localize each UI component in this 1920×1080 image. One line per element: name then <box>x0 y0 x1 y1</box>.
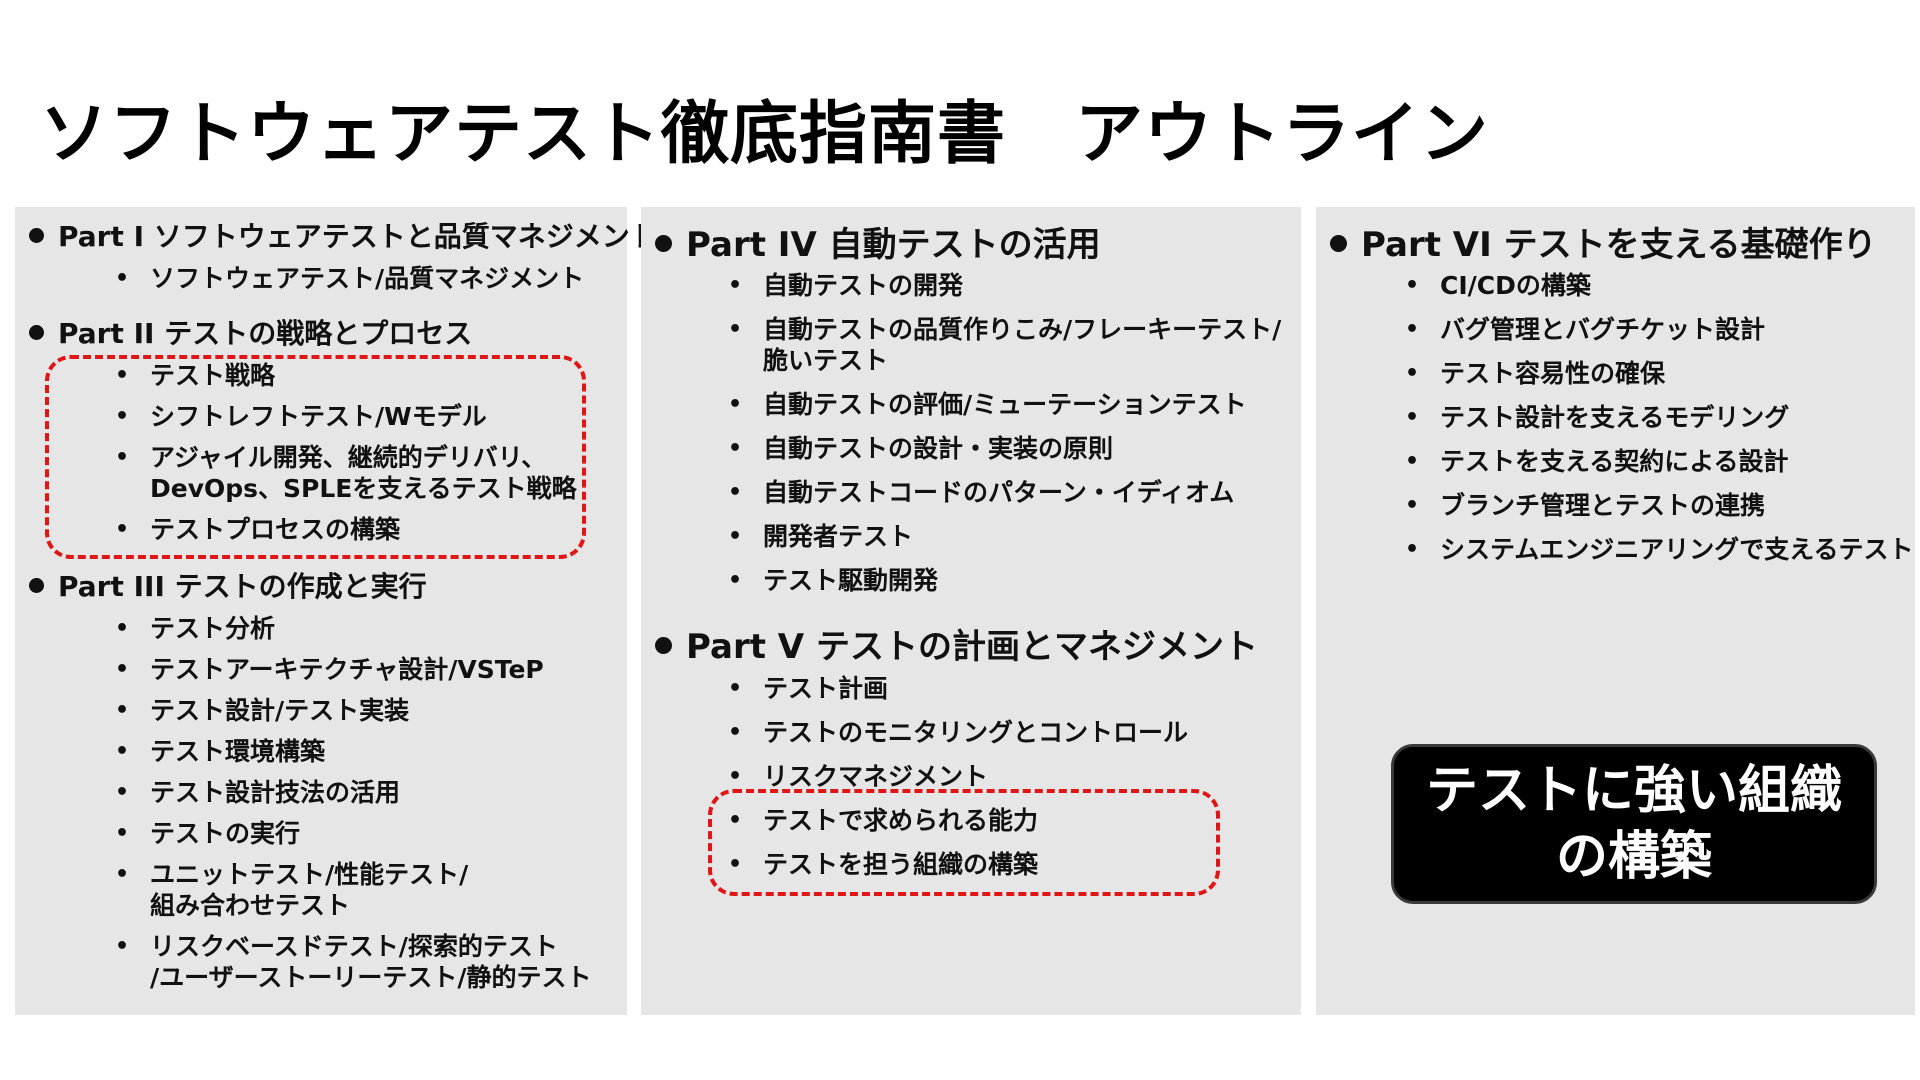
list-item: テストを支える契約による設計 <box>1405 446 1914 477</box>
list-item: テスト戦略 <box>115 360 577 391</box>
list-item: テストで求められる能力 <box>728 805 1188 836</box>
list-item: テストの実行 <box>115 818 592 849</box>
part-1-items: ソフトウェアテスト/品質マネジメント <box>115 263 584 294</box>
list-item: ソフトウェアテスト/品質マネジメント <box>115 263 584 294</box>
outline-column-3: Part VI テストを支える基礎作り CI/CDの構築 バグ管理とバグチケット… <box>1316 207 1915 1015</box>
list-item: アジャイル開発、継続的デリバリ、 DevOps、SPLEを支えるテスト戦略 <box>115 442 577 504</box>
part-5-items: テスト計画 テストのモニタリングとコントロール リスクマネジメント テストで求め… <box>728 673 1188 893</box>
list-item: システムエンジニアリングで支えるテスト <box>1405 534 1913 565</box>
list-item: リスクベースドテスト/探索的テスト /ユーザーストーリーテスト/静的テスト <box>115 931 591 993</box>
part-4-title: Part IV 自動テストの活用 <box>686 225 1101 265</box>
list-item: 開発者テスト <box>728 521 1281 552</box>
list-item: テスト環境構築 <box>115 736 592 767</box>
list-item: 自動テストの開発 <box>728 270 1281 301</box>
part-2-heading: Part II テストの戦略とプロセス <box>29 312 472 352</box>
part-3-title: Part III テストの作成と実行 <box>58 570 427 603</box>
list-item: 自動テストの設計・実装の原則 <box>728 433 1281 464</box>
part-4-items: 自動テストの開発 自動テストの品質作りこみ/フレーキーテスト/ 脆いテスト 自動… <box>728 270 1281 609</box>
list-item: シフトレフトテスト/Wモデル <box>115 401 577 432</box>
list-item: テストプロセスの構築 <box>115 514 577 545</box>
list-item: 自動テストの品質作りこみ/フレーキーテスト/ 脆いテスト <box>728 314 1281 376</box>
part-6-heading: Part VI テストを支える基礎作り <box>1330 217 1877 266</box>
bullet-icon <box>655 637 672 654</box>
part-5-title: Part V テストの計画とマネジメント <box>686 627 1258 667</box>
list-item: テスト分析 <box>115 613 592 644</box>
list-item: テスト計画 <box>728 673 1188 704</box>
highlight-box-part-5 <box>708 789 1220 896</box>
highlight-box-part-2 <box>45 355 586 559</box>
list-item: 自動テストコードのパターン・イディオム <box>728 477 1281 508</box>
part-2-items: テスト戦略 シフトレフトテスト/Wモデル アジャイル開発、継続的デリバリ、 De… <box>115 360 577 555</box>
bullet-icon <box>1330 235 1347 252</box>
list-item: テストを担う組織の構築 <box>728 849 1188 880</box>
list-item: CI/CDの構築 <box>1405 270 1914 301</box>
part-1-title: Part I ソフトウェアテストと品質マネジメント <box>58 220 658 253</box>
list-item: テスト設計技法の活用 <box>115 777 592 808</box>
list-item: テスト駆動開発 <box>728 565 1281 596</box>
list-item: リスクマネジメント <box>728 761 1188 792</box>
list-item: テストのモニタリングとコントロール <box>728 717 1188 748</box>
part-4-heading: Part IV 自動テストの活用 <box>655 217 1101 266</box>
bullet-icon <box>29 227 44 243</box>
callout-box: テストに強い組織 の構築 <box>1391 744 1877 904</box>
list-item: テストアーキテクチャ設計/VSTeP <box>115 654 592 685</box>
outline-column-2: Part IV 自動テストの活用 自動テストの開発 自動テストの品質作りこみ/フ… <box>641 207 1301 1015</box>
part-5-heading: Part V テストの計画とマネジメント <box>655 619 1258 668</box>
list-item: テスト設計/テスト実装 <box>115 695 592 726</box>
part-6-title: Part VI テストを支える基礎作り <box>1361 225 1877 265</box>
bullet-icon <box>29 577 44 593</box>
part-2-title: Part II テストの戦略とプロセス <box>58 317 473 350</box>
list-item: テスト設計を支えるモデリング <box>1405 402 1914 433</box>
list-item: バグ管理とバグチケット設計 <box>1405 314 1914 345</box>
bullet-icon <box>29 324 44 340</box>
part-1-heading: Part I ソフトウェアテストと品質マネジメント <box>29 215 658 255</box>
bullet-icon <box>655 235 672 252</box>
list-item: ユニットテスト/性能テスト/ 組み合わせテスト <box>115 859 592 921</box>
list-item: 自動テストの評価/ミューテーションテスト <box>728 389 1281 420</box>
list-item: テスト容易性の確保 <box>1405 358 1914 389</box>
outline-column-1: Part I ソフトウェアテストと品質マネジメント ソフトウェアテスト/品質マネ… <box>15 207 658 1015</box>
part-3-items: テスト分析 テストアーキテクチャ設計/VSTeP テスト設計/テスト実装 テスト… <box>115 613 592 1003</box>
part-3-heading: Part III テストの作成と実行 <box>29 565 427 605</box>
list-item: ブランチ管理とテストの連携 <box>1405 490 1914 521</box>
page-title: ソフトウェアテスト徹底指南書 アウトライン <box>40 95 1490 174</box>
part-6-items: CI/CDの構築 バグ管理とバグチケット設計 テスト容易性の確保 テスト設計を支… <box>1405 270 1914 578</box>
